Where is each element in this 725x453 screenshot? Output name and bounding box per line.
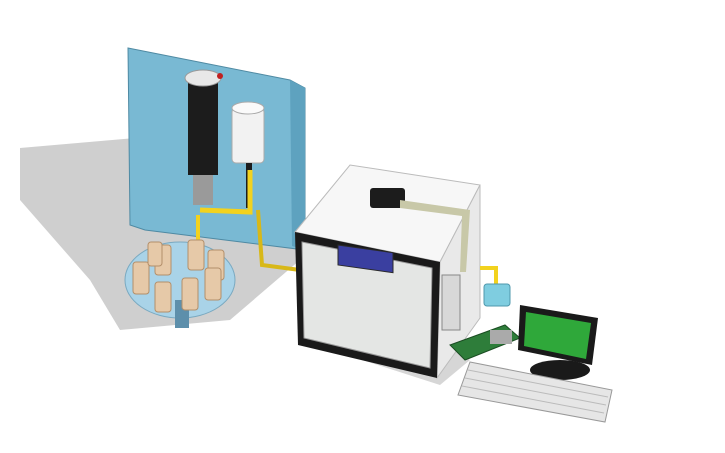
small-cup	[483, 283, 511, 307]
panel-side	[290, 80, 305, 250]
red-indicator	[217, 73, 223, 79]
dark-column	[188, 80, 218, 175]
monitor-screen	[524, 312, 591, 359]
sample-tubes	[132, 239, 225, 313]
bottle-top	[231, 101, 265, 115]
lcd-display	[337, 244, 394, 274]
yellow-tubing-2	[256, 209, 301, 272]
pi-ports	[490, 330, 512, 344]
fan-block	[370, 188, 405, 208]
white-bottle	[231, 107, 265, 164]
keyboard-keys	[461, 369, 609, 414]
column-base	[193, 175, 213, 205]
yellow-tubing	[199, 170, 253, 215]
side-conduit	[400, 200, 470, 272]
cup-tube	[480, 266, 498, 285]
column-cap	[184, 69, 222, 87]
monitor-stand	[530, 360, 590, 380]
side-vent	[441, 274, 461, 331]
